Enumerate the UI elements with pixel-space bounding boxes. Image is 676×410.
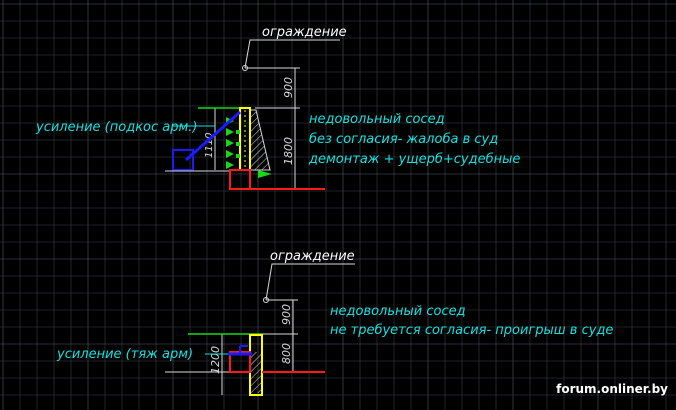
bottom-hatch-area	[251, 352, 262, 393]
bottom-note-line-2: не требуется согласия- проигрыш в суде	[330, 323, 613, 338]
top-dim-1800: 1800	[282, 137, 295, 165]
bottom-fence-diagram: ограждение 900 800 1200 усиление (тяж ар…	[56, 249, 613, 396]
bottom-dim-1200: 1200	[209, 346, 222, 374]
top-red-footing	[229, 169, 251, 190]
top-fence-leader	[244, 39, 340, 69]
bottom-note-line-1: недовольный сосед	[330, 304, 466, 319]
top-blue-strut	[185, 110, 241, 162]
bottom-dim-900: 900	[280, 304, 293, 325]
top-reinforcement-label: усиление (подкос арм.)	[35, 120, 198, 135]
top-fence-label: ограждение	[262, 25, 347, 40]
top-note-line-3: демонтаж + ущерб+судебные	[308, 152, 520, 167]
bottom-fence-label: ограждение	[270, 249, 355, 264]
top-note-line-1: недовольный сосед	[309, 112, 445, 127]
bottom-fence-leader	[265, 263, 355, 301]
top-fence-diagram: ограждение 900 1800 1110	[35, 25, 520, 190]
top-note-line-2: без согласия- жалоба в суд	[309, 132, 498, 147]
watermark: forum.onliner.by	[556, 382, 668, 396]
top-blue-anchor	[172, 149, 194, 171]
top-dim-1110: 1110	[204, 133, 215, 158]
top-dim-900: 900	[282, 77, 295, 98]
top-green-arrows	[226, 117, 272, 178]
bottom-reinforcement-label: усиление (тяж арм)	[56, 347, 193, 362]
bottom-dim-800: 800	[280, 343, 293, 364]
